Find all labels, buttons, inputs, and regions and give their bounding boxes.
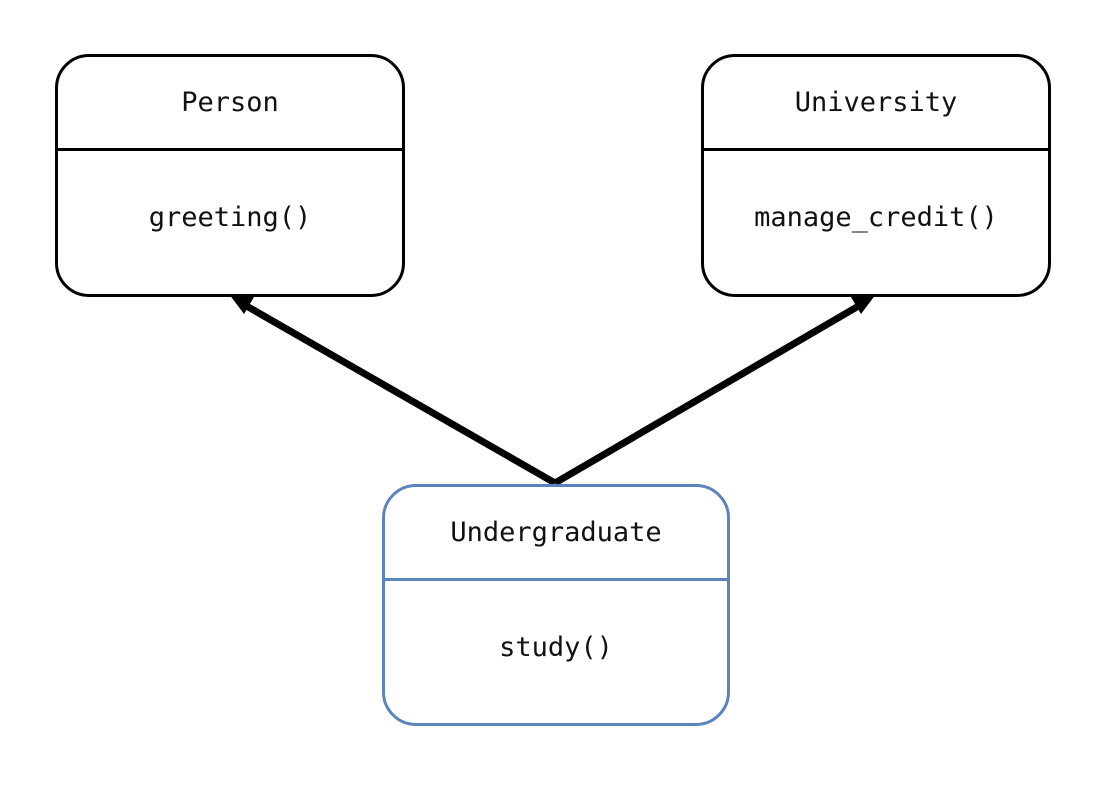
- class-name-undergraduate: Undergraduate: [385, 487, 727, 581]
- class-method-person: greeting(): [148, 202, 312, 233]
- class-method-undergraduate: study(): [499, 631, 613, 663]
- class-method-university: manage_credit(): [754, 202, 998, 233]
- class-box-person[interactable]: Person greeting(): [55, 54, 405, 297]
- arrow-undergraduate-to-university: [553, 300, 864, 487]
- class-box-undergraduate[interactable]: Undergraduate study(): [382, 484, 730, 726]
- arrowhead-person: [229, 294, 254, 314]
- class-name-university: University: [704, 57, 1048, 151]
- arrow-undergraduate-to-person: [241, 300, 557, 487]
- class-name-person: Person: [58, 57, 402, 151]
- class-box-university[interactable]: University manage_credit(): [701, 54, 1051, 297]
- arrowhead-university: [851, 294, 876, 314]
